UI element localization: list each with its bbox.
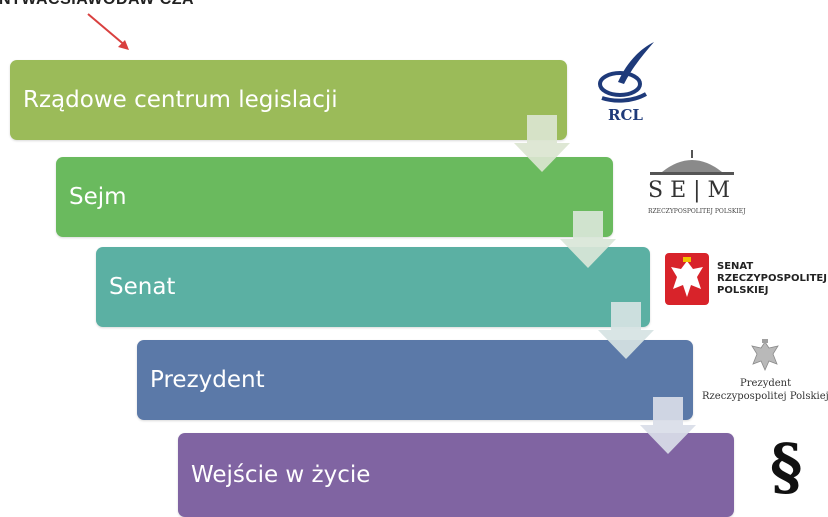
step-label: Senat	[109, 274, 176, 300]
quill-icon	[598, 42, 654, 103]
sejm-logo-title: SE|M	[648, 178, 738, 203]
eagle-emblem-icon	[665, 253, 709, 305]
step-label: Prezydent	[150, 367, 265, 393]
step-label: Rządowe centrum legislacji	[23, 87, 338, 113]
page-title: INTWACSIAWODAW CZA	[0, 0, 194, 9]
senat-logo-line3: POLSKIEJ	[717, 285, 769, 296]
prezydent-logo-line2: Rzeczypospolitej Polskiej	[702, 391, 828, 402]
down-arrow-icon	[560, 211, 616, 268]
step-label: Sejm	[69, 184, 127, 210]
step-senat: Senat	[96, 247, 650, 327]
step-rcl: Rządowe centrum legislacji	[10, 60, 567, 140]
step-label: Wejście w życie	[191, 462, 371, 488]
step-sejm: Sejm	[56, 157, 613, 237]
eagle-icon	[751, 339, 779, 371]
down-arrow-icon	[640, 397, 696, 454]
step-prezydent: Prezydent	[137, 340, 693, 420]
down-arrow-icon	[598, 302, 654, 359]
down-arrow-icon	[514, 115, 570, 172]
senat-logo: SENAT RZECZYPOSPOLITEJ POLSKIEJ	[665, 253, 827, 309]
rcl-logo-text: RCL	[608, 106, 643, 124]
prezydent-logo: Prezydent Rzeczypospolitej Polskiej	[700, 336, 828, 406]
pointer-arrow-icon	[87, 13, 129, 50]
senat-logo-line2: RZECZYPOSPOLITEJ	[717, 273, 827, 284]
senat-logo-line1: SENAT	[717, 261, 754, 272]
sejm-logo-subtitle: RZECZYPOSPOLITEJ POLSKIEJ	[648, 208, 746, 215]
prezydent-logo-line1: Prezydent	[740, 378, 792, 389]
dome-icon	[650, 150, 734, 175]
sejm-logo: SE|M RZECZYPOSPOLITEJ POLSKIEJ	[644, 150, 746, 222]
paragraph-icon: §	[770, 430, 803, 503]
step-wejscie: Wejście w życie	[178, 433, 734, 517]
rcl-logo: RCL	[596, 40, 666, 128]
